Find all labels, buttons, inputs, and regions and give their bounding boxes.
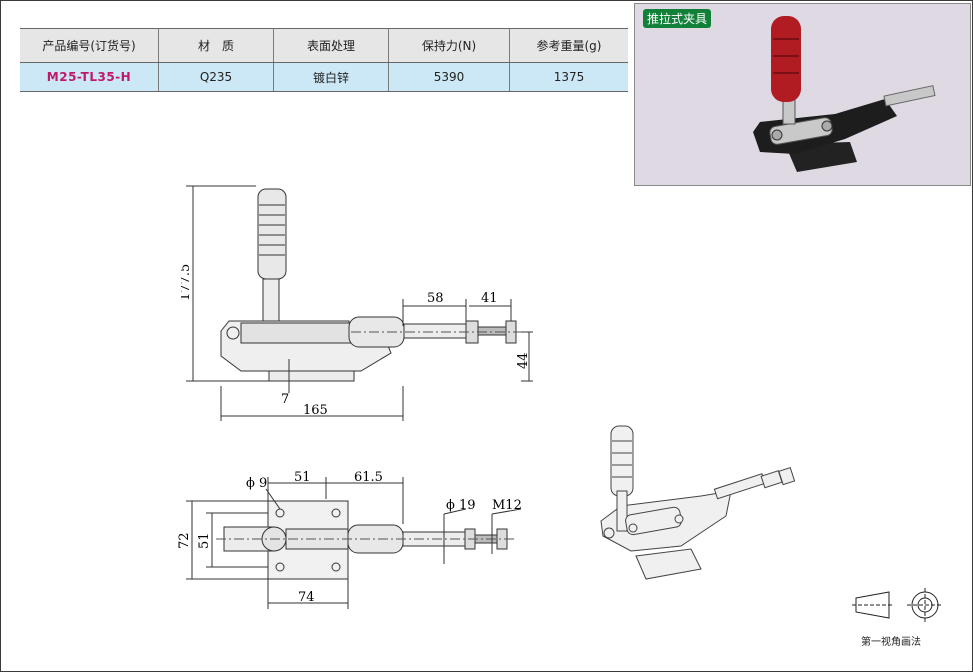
- dim-thread: M12: [492, 498, 522, 513]
- dim-length: 165: [303, 403, 328, 418]
- dim-base-w: 74: [298, 590, 315, 605]
- header-weight: 参考重量(g): [509, 28, 628, 63]
- product-photo: 推拉式夹具: [634, 3, 971, 186]
- dim-a: 51: [294, 470, 311, 485]
- cell-surface: 镀白锌: [273, 62, 389, 92]
- iso-base: [635, 548, 702, 580]
- cell-weight: 1375: [509, 62, 628, 92]
- clamp-photo-illustration: [753, 16, 936, 172]
- cell-model: M25-TL35-H: [20, 62, 159, 92]
- dim-stroke: 58: [427, 291, 444, 306]
- isometric-view-drawing: [600, 425, 796, 580]
- spec-data-row: M25-TL35-H Q235 镀白锌 5390 1375: [20, 62, 628, 92]
- dim-thread-len: 41: [481, 291, 498, 306]
- dim-height: 177.5: [181, 264, 193, 301]
- dim-width-inner: 51: [197, 532, 212, 549]
- header-material: 材 质: [158, 28, 274, 63]
- dim-base-h: 44: [516, 352, 531, 369]
- dim-rod: ϕ 19: [446, 498, 476, 513]
- side-view-drawing: 177.5 58 41 44 7 165: [181, 185, 533, 421]
- dim-b: 61.5: [354, 470, 383, 485]
- header-force: 保持力(N): [388, 28, 510, 63]
- cell-force: 5390: [388, 62, 510, 92]
- projection-caption: 第一视角画法: [861, 637, 921, 648]
- header-model: 产品编号(订货号): [20, 28, 159, 63]
- top-view-drawing: ϕ 9 51 61.5 ϕ 19 M12 72 51 74: [177, 470, 522, 609]
- spec-header-row: 产品编号(订货号) 材 质 表面处理 保持力(N) 参考重量(g): [20, 28, 628, 63]
- photo-handle: [771, 16, 801, 102]
- dim-width-outer: 72: [177, 532, 192, 549]
- photo-label: 推拉式夹具: [643, 9, 712, 28]
- spec-table: 产品编号(订货号) 材 质 表面处理 保持力(N) 参考重量(g) M25-TL…: [20, 28, 628, 92]
- side-handle: [257, 188, 287, 280]
- dim-hole: ϕ 9: [246, 476, 267, 491]
- dim-base-t: 7: [281, 392, 289, 407]
- photo-rod: [883, 85, 936, 107]
- header-surface: 表面处理: [273, 28, 389, 63]
- projection-symbol-icon: [852, 588, 943, 622]
- cell-material: Q235: [158, 62, 274, 92]
